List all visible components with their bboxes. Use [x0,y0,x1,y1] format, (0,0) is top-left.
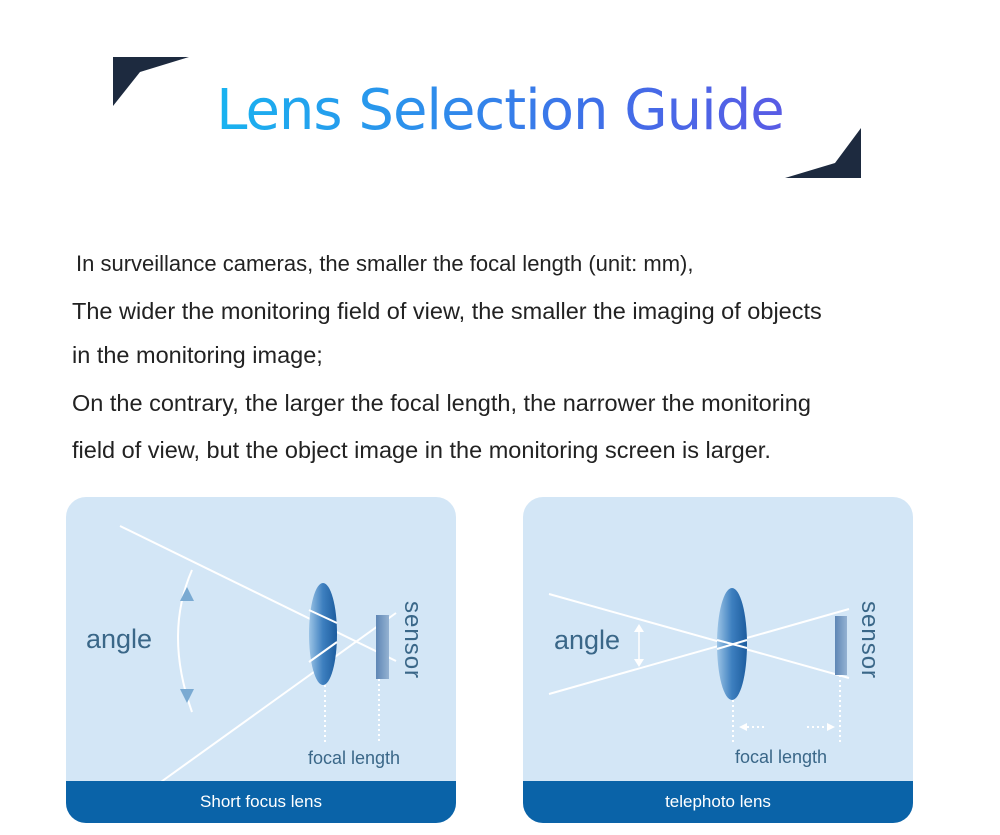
short-focus-panel: angle sensor focal length Short focus le… [66,497,456,823]
sensor-icon [835,616,847,675]
arrow-down-icon [634,659,644,667]
field-ray-upper [548,593,850,679]
sensor-icon [376,615,389,679]
arrow-left-icon [739,723,747,731]
intro-line-4: On the contrary, the larger the focal le… [72,390,811,416]
telephoto-diagram [548,588,850,742]
field-ray-lower-front [716,639,748,650]
arrow-down-icon [180,689,194,703]
field-ray-upper-front [308,609,338,624]
panel-caption: Short focus lens [66,781,456,823]
page-title: Lens Selection Guide [0,78,1000,143]
arrow-right-icon [827,723,835,731]
sensor-label: sensor [856,601,883,680]
field-ray-upper [119,525,397,662]
header: Lens Selection Guide [0,0,1000,200]
intro-line-3: in the monitoring image; [72,342,323,368]
arrow-up-icon [180,587,194,601]
field-ray-lower [139,612,397,798]
intro-line-1: In surveillance cameras, the smaller the… [76,251,694,276]
angle-label: angle [554,625,621,655]
field-ray-lower [548,608,850,695]
telephoto-panel: angle sensor focal length telephoto lens [523,497,913,823]
lens-icon [309,583,337,685]
intro-line-2: The wider the monitoring field of view, … [72,298,822,324]
short-focus-diagram [119,525,397,798]
angle-label: angle [86,624,153,654]
arrow-up-icon [634,624,644,632]
panel-caption: telephoto lens [523,781,913,823]
intro-line-5: field of view, but the object image in t… [72,437,771,463]
field-ray-lower-front [308,641,338,663]
corner-bracket-bottom-right [785,128,861,178]
corner-bracket-top-left [113,57,189,106]
focal-length-label: focal length [308,748,401,768]
focal-length-label: focal length [735,747,828,767]
title-decoration [113,57,861,178]
sensor-label: sensor [399,601,426,680]
